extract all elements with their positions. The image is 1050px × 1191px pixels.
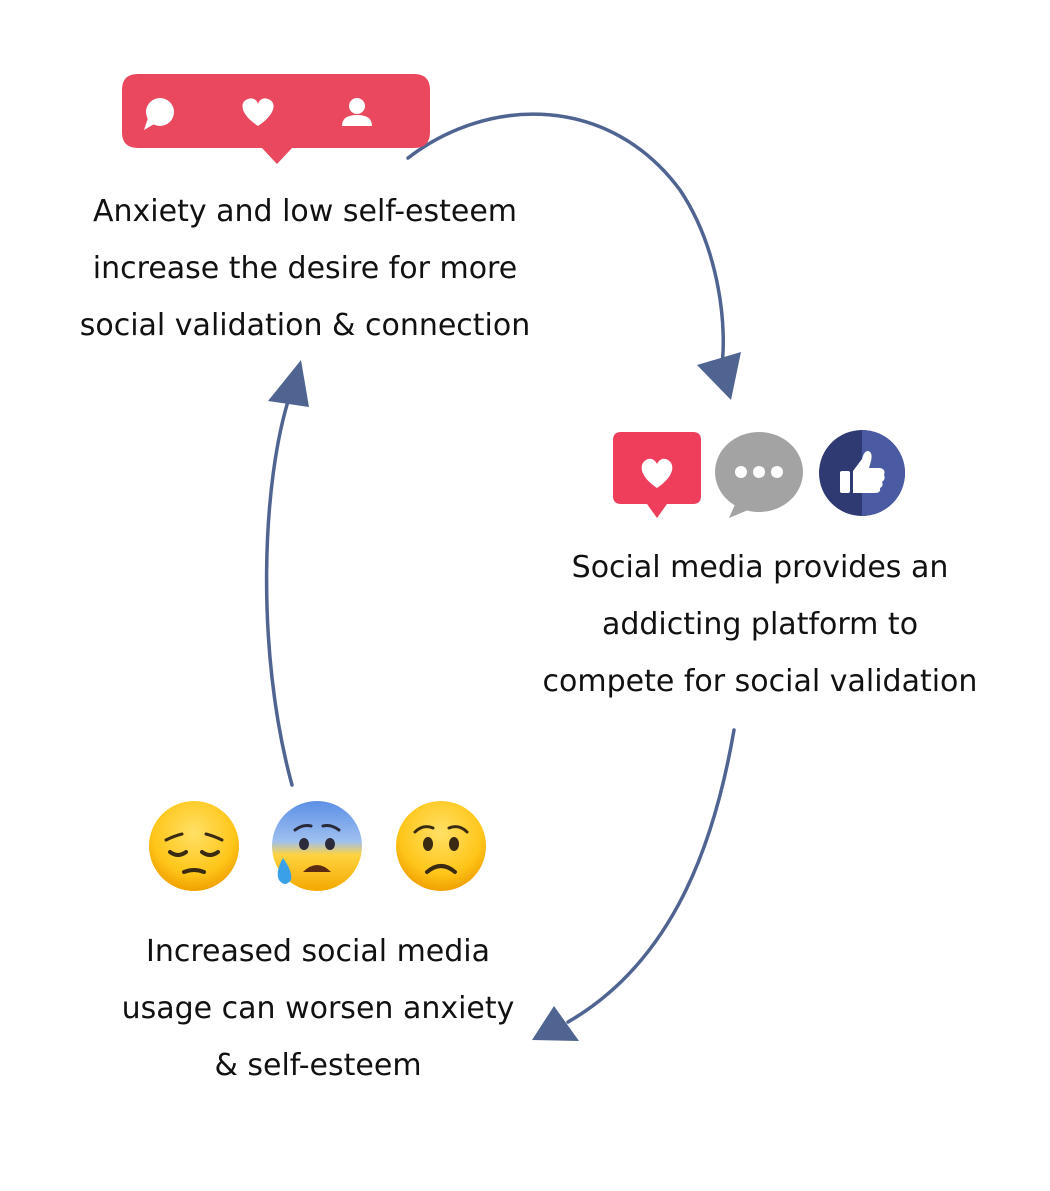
node-top-line-3: social validation & connection xyxy=(79,308,531,343)
comment-count: 87 xyxy=(183,37,207,60)
notification-badge xyxy=(122,74,430,164)
node-right-line-3: compete for social validation xyxy=(542,664,978,699)
node-top-line-2: increase the desire for more xyxy=(92,251,518,286)
worried-face-emoji xyxy=(396,801,486,891)
person-icon xyxy=(342,98,372,126)
node-right-label: Social media provides an addicting platf… xyxy=(510,539,1010,710)
follower-count: 10k xyxy=(376,37,412,60)
arrow-right-to-bottom xyxy=(566,728,736,1024)
node-bottom-line-1: Increased social media xyxy=(145,934,491,969)
heart-icon xyxy=(242,98,274,126)
arrow-head-right xyxy=(697,352,741,400)
node-bottom-line-2: usage can worsen anxiety xyxy=(121,991,515,1026)
node-right-line-1: Social media provides an xyxy=(571,550,949,585)
arrow-top-to-right xyxy=(406,112,726,374)
node-bottom-label: Increased social media usage can worsen … xyxy=(68,923,568,1094)
arrow-head-bottom xyxy=(532,1006,579,1041)
node-top-line-1: Anxiety and low self-esteem xyxy=(92,194,518,229)
speech-bubble-icon xyxy=(144,98,174,130)
like-count: 700 xyxy=(278,37,314,60)
typing-bubble-icon xyxy=(715,432,803,518)
thumbs-up-icon xyxy=(819,430,905,516)
node-top-label: Anxiety and low self-esteem increase the… xyxy=(55,183,555,354)
node-bottom-line-3: & self-esteem xyxy=(214,1048,422,1083)
arrow-head-top xyxy=(268,360,309,407)
arrow-bottom-to-top xyxy=(264,393,294,787)
pensive-face-emoji xyxy=(149,801,239,891)
heart-notification-icon xyxy=(613,432,701,518)
anxious-face-with-sweat-emoji xyxy=(272,801,362,891)
node-right-line-2: addicting platform to xyxy=(601,607,919,642)
